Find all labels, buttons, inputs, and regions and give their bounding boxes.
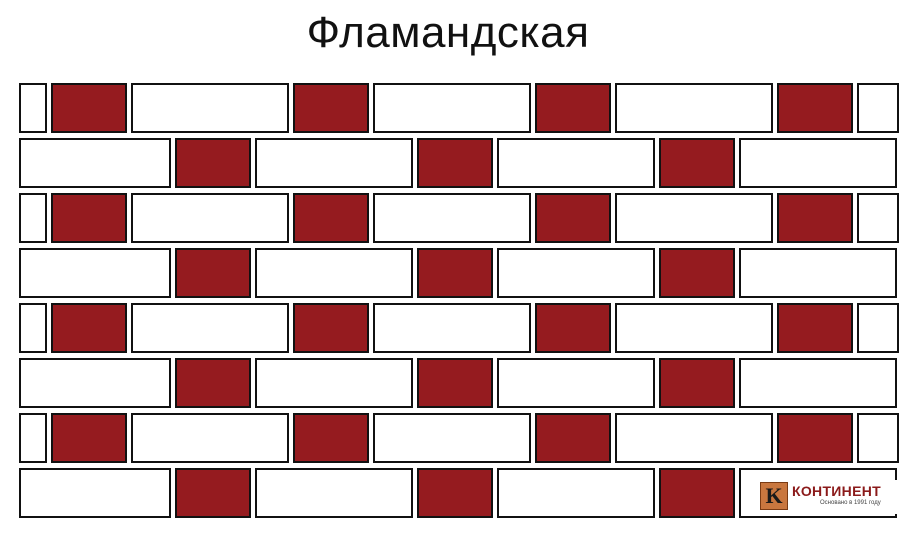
stretcher-brick [19, 303, 47, 353]
header-brick [659, 468, 735, 518]
stretcher-brick [615, 83, 773, 133]
stretcher-brick [131, 193, 289, 243]
logo-name: КОНТИНЕНТ [792, 483, 881, 499]
stretcher-brick [857, 413, 899, 463]
company-logo: K КОНТИНЕНТ Основано в 1991 году [760, 480, 910, 514]
header-brick [175, 358, 251, 408]
header-brick [777, 193, 853, 243]
header-brick [417, 138, 493, 188]
stretcher-brick [131, 83, 289, 133]
stretcher-brick [255, 468, 413, 518]
header-brick [777, 303, 853, 353]
header-brick [175, 468, 251, 518]
stretcher-brick [19, 358, 171, 408]
stretcher-brick [739, 138, 897, 188]
stretcher-brick [131, 303, 289, 353]
stretcher-brick [497, 138, 655, 188]
header-brick [417, 358, 493, 408]
stretcher-brick [497, 358, 655, 408]
header-brick [293, 83, 369, 133]
header-brick [51, 303, 127, 353]
header-brick [417, 468, 493, 518]
stretcher-brick [497, 248, 655, 298]
stretcher-brick [19, 248, 171, 298]
header-brick [293, 413, 369, 463]
header-brick [535, 303, 611, 353]
logo-letter: K [765, 483, 783, 508]
header-brick [175, 138, 251, 188]
stretcher-brick [739, 248, 897, 298]
stretcher-brick [255, 248, 413, 298]
header-brick [535, 413, 611, 463]
stretcher-brick [615, 303, 773, 353]
stretcher-brick [615, 193, 773, 243]
stretcher-brick [497, 468, 655, 518]
stretcher-brick [615, 413, 773, 463]
header-brick [417, 248, 493, 298]
stretcher-brick [19, 138, 171, 188]
header-brick [293, 303, 369, 353]
header-brick [659, 358, 735, 408]
stretcher-brick [857, 303, 899, 353]
stretcher-brick [19, 468, 171, 518]
header-brick [535, 83, 611, 133]
header-brick [51, 83, 127, 133]
header-brick [51, 413, 127, 463]
stretcher-brick [373, 413, 531, 463]
stretcher-brick [857, 83, 899, 133]
stretcher-brick [19, 83, 47, 133]
header-brick [293, 193, 369, 243]
header-brick [777, 413, 853, 463]
stretcher-brick [19, 413, 47, 463]
stretcher-brick [19, 193, 47, 243]
header-brick [777, 83, 853, 133]
header-brick [659, 138, 735, 188]
stretcher-brick [131, 413, 289, 463]
header-brick [175, 248, 251, 298]
stretcher-brick [255, 138, 413, 188]
stretcher-brick [373, 193, 531, 243]
header-brick [51, 193, 127, 243]
stretcher-brick [373, 303, 531, 353]
header-brick [659, 248, 735, 298]
page-title: Фламандская [306, 8, 590, 57]
logo-tagline: Основано в 1991 году [820, 500, 881, 506]
stretcher-brick [857, 193, 899, 243]
header-brick [535, 193, 611, 243]
logo-mark-icon: K [760, 482, 788, 510]
stretcher-brick [373, 83, 531, 133]
stretcher-brick [255, 358, 413, 408]
stretcher-brick [739, 358, 897, 408]
